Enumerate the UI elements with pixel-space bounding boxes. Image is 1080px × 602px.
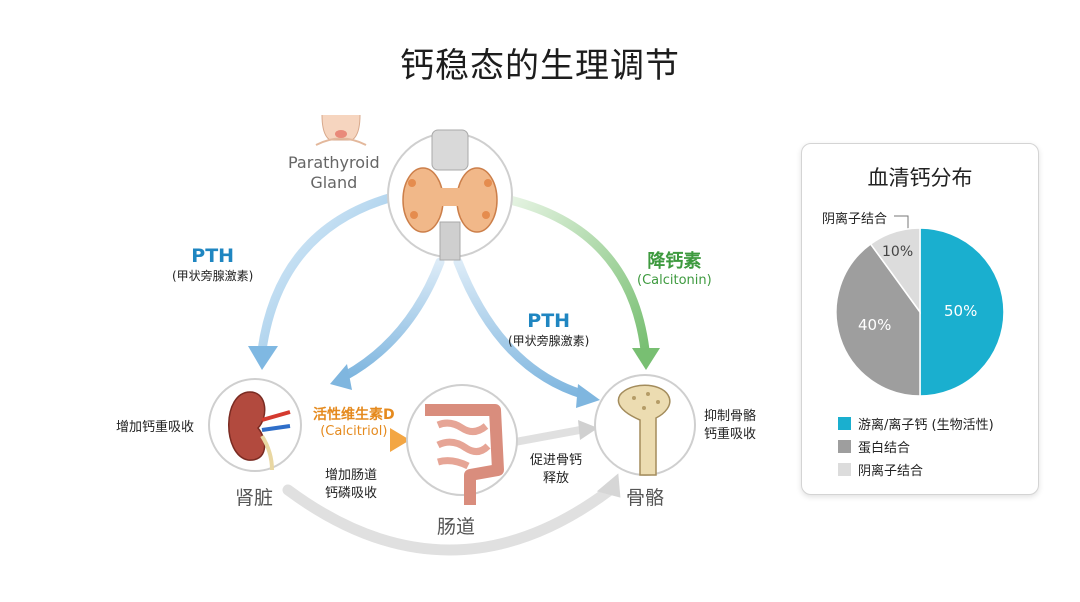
vitamin-d-name: 活性维生素D	[313, 407, 395, 423]
legend-text-protein: 蛋白结合	[858, 441, 911, 456]
pth-left-name: PTH	[191, 245, 235, 267]
pth-bone-arrow	[453, 257, 590, 400]
thyroid-gland-icon	[387, 129, 513, 261]
legend-text-free: 游离/离子钙 (生物活性)	[858, 418, 994, 433]
pie-slice-1	[835, 242, 921, 397]
pie-chart	[835, 215, 1005, 397]
kidney-to-bone-arrowhead	[596, 473, 621, 498]
kidney-icon	[208, 378, 302, 472]
kidney-label: 肾脏	[235, 487, 274, 509]
pth-left-desc: (甲状旁腺激素)	[172, 269, 254, 283]
calcitonin-label: 降钙素 (Calcitonin)	[637, 247, 712, 288]
page-title: 钙稳态的生理调节	[400, 46, 680, 86]
vitamin-d-desc: (Calcitriol)	[320, 424, 388, 439]
pie-slice-0	[919, 227, 1005, 397]
regulation-diagram	[208, 114, 696, 556]
kidney-to-bone-arrow	[282, 484, 616, 556]
intestine-to-bone-arrowhead	[578, 420, 598, 440]
legend-swatch-protein	[838, 440, 851, 453]
calcitonin-bone-arrowhead	[632, 348, 660, 370]
calcitonin-bone-arrow	[505, 195, 650, 355]
neck-thumbnail-icon	[315, 114, 367, 146]
vitamin-d-label: 活性维生素D (Calcitriol)	[313, 404, 395, 439]
bone-effect-text: 抑制骨骼 钙重吸收	[704, 409, 757, 442]
legend-text-anion: 阴离子结合	[858, 464, 924, 479]
pth-bone-arrowhead	[576, 384, 600, 408]
calcitonin-desc: (Calcitonin)	[637, 273, 712, 288]
pie-legend: 游离/离子钙 (生物活性) 蛋白结合 阴离子结合	[838, 412, 994, 481]
pth-left-label: PTH (甲状旁腺激素)	[172, 245, 253, 284]
intestine-effect-text: 增加肠道 钙磷吸收	[325, 468, 378, 501]
parathyroid-gland-label: Parathyroid Gland	[288, 153, 380, 192]
pie-slices	[835, 227, 1005, 397]
legend-swatch-anion	[838, 463, 851, 476]
callout-line	[894, 215, 909, 232]
pth-center-name: PTH	[527, 310, 571, 332]
intestine-to-bone-arrow	[514, 426, 581, 446]
kidney-effect-text: 增加钙重吸收	[116, 420, 195, 435]
card-title: 血清钙分布	[867, 166, 973, 190]
bone-release-text: 促进骨钙 释放	[530, 453, 583, 486]
pth-kidney-arrow	[257, 190, 405, 355]
bone-icon	[594, 374, 696, 476]
legend-item-anion: 阴离子结合	[838, 458, 994, 481]
legend-swatch-free	[838, 417, 851, 430]
intestine-icon	[406, 384, 518, 505]
pth-center-desc: (甲状旁腺激素)	[508, 334, 590, 348]
pth-intestine-arrow	[340, 257, 445, 381]
legend-item-free: 游离/离子钙 (生物活性)	[838, 412, 994, 435]
serum-calcium-card: 血清钙分布 阴离子结合 50% 40% 10% 游离/离子钙 (生物活性) 蛋白…	[801, 143, 1039, 495]
calcitonin-name: 降钙素	[647, 251, 702, 272]
pie-slice-2	[869, 227, 921, 315]
vitamin-d-arrowhead	[390, 428, 410, 452]
pth-center-label: PTH (甲状旁腺激素)	[508, 310, 589, 349]
pth-kidney-arrowhead	[248, 346, 278, 370]
pie-callout-label: 阴离子结合	[822, 212, 888, 227]
intestine-label: 肠道	[437, 516, 476, 538]
bone-label: 骨骼	[626, 487, 665, 509]
slice-label-0: 50%	[944, 302, 978, 320]
slice-label-1: 40%	[858, 316, 892, 334]
pth-intestine-arrowhead	[330, 364, 352, 390]
slice-label-2: 10%	[882, 244, 914, 260]
legend-item-protein: 蛋白结合	[838, 435, 994, 458]
